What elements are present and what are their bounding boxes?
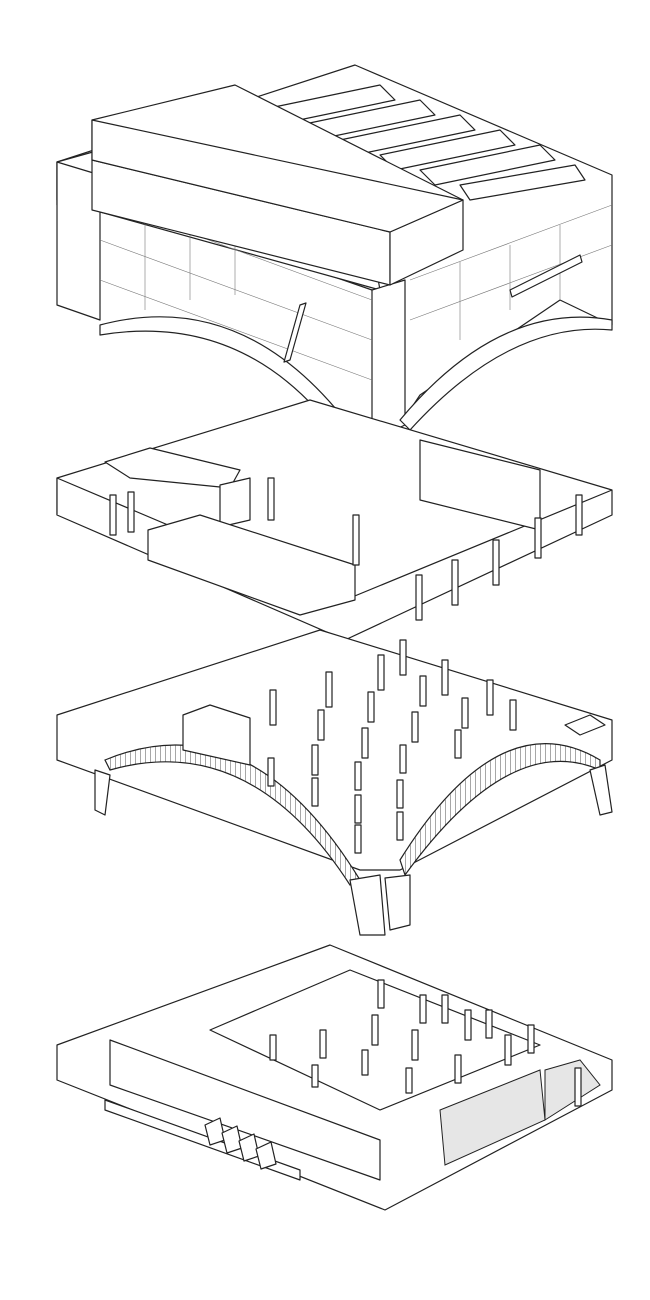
arch-structure-layer [56, 629, 613, 936]
columns [109, 477, 583, 621]
upper-floor-layer [56, 399, 613, 641]
ground-floor-layer [56, 944, 613, 1211]
columns [267, 639, 517, 854]
roof-layer [56, 64, 613, 446]
columns [269, 979, 582, 1107]
stairs [204, 1117, 277, 1170]
facade-grid [99, 199, 613, 381]
